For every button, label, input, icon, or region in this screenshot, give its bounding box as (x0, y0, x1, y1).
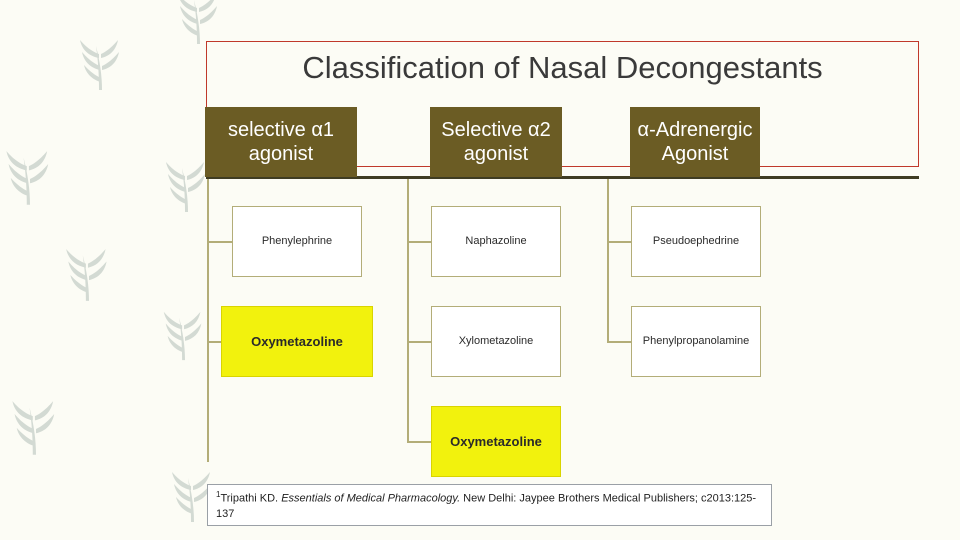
cell-label: Phenylephrine (261, 234, 333, 247)
header-label: Selective α2 agonist (441, 119, 551, 165)
connector-horizontal-col2-row1 (407, 241, 432, 243)
cell-label: Oxymetazoline (251, 333, 343, 349)
cell-oxymetazoline-col2[interactable]: Oxymetazoline (431, 406, 561, 477)
header-divider (206, 176, 919, 179)
header-selective-alpha2-agonist[interactable]: Selective α2 agonist (430, 107, 562, 177)
citation-rest: New Delhi: Jaypee Brothers Medical Publi… (216, 492, 757, 520)
citation-work: Essentials of Medical Pharmacology. (281, 492, 461, 505)
citation-author: Tripathi KD. (220, 492, 282, 505)
connector-horizontal-col3-row1 (607, 241, 632, 243)
connector-horizontal-col1-row1 (207, 241, 232, 243)
leaf-ornament-icon (80, 40, 119, 90)
header-selective-alpha1-agonist[interactable]: selective α1 agonist (205, 107, 357, 177)
page-title: Classification of Nasal Decongestants (302, 50, 823, 85)
connector-vertical-col3 (607, 176, 609, 342)
connector-vertical-col2 (407, 176, 409, 442)
leaf-ornament-icon (12, 401, 55, 455)
connector-horizontal-col3-row2 (607, 341, 632, 343)
cell-label: Pseudoephedrine (652, 234, 740, 247)
header-label: α-Adrenergic Agonist (637, 119, 753, 165)
leaf-ornament-icon (6, 151, 49, 205)
connector-horizontal-col2-row3 (407, 441, 432, 443)
title-frame (206, 41, 919, 167)
leaf-ornament-icon (163, 311, 202, 361)
cell-naphazoline[interactable]: Naphazoline (431, 206, 561, 277)
leaf-ornament-icon (180, 0, 217, 44)
header-alpha-adrenergic-agonist[interactable]: α-Adrenergic Agonist (630, 107, 760, 177)
cell-phenylephrine[interactable]: Phenylephrine (232, 206, 362, 277)
citation-marker: 1 (216, 490, 221, 499)
cell-label: Xylometazoline (458, 334, 534, 347)
cell-label: Naphazoline (465, 234, 527, 247)
cell-phenylpropanolamine[interactable]: Phenylpropanolamine (631, 306, 761, 377)
connector-horizontal-col2-row2 (407, 341, 432, 343)
cell-label: Oxymetazoline (450, 433, 542, 449)
cell-oxymetazoline-col1[interactable]: Oxymetazoline (221, 306, 373, 377)
cell-xylometazoline[interactable]: Xylometazoline (431, 306, 561, 377)
cell-pseudoephedrine[interactable]: Pseudoephedrine (631, 206, 761, 277)
cell-label: Phenylpropanolamine (642, 334, 750, 347)
leaf-ornament-icon (66, 249, 107, 301)
connector-vertical-col1 (207, 176, 209, 462)
citation-box: 1Tripathi KD. Essentials of Medical Phar… (207, 484, 772, 526)
header-label: selective α1 agonist (227, 119, 335, 165)
